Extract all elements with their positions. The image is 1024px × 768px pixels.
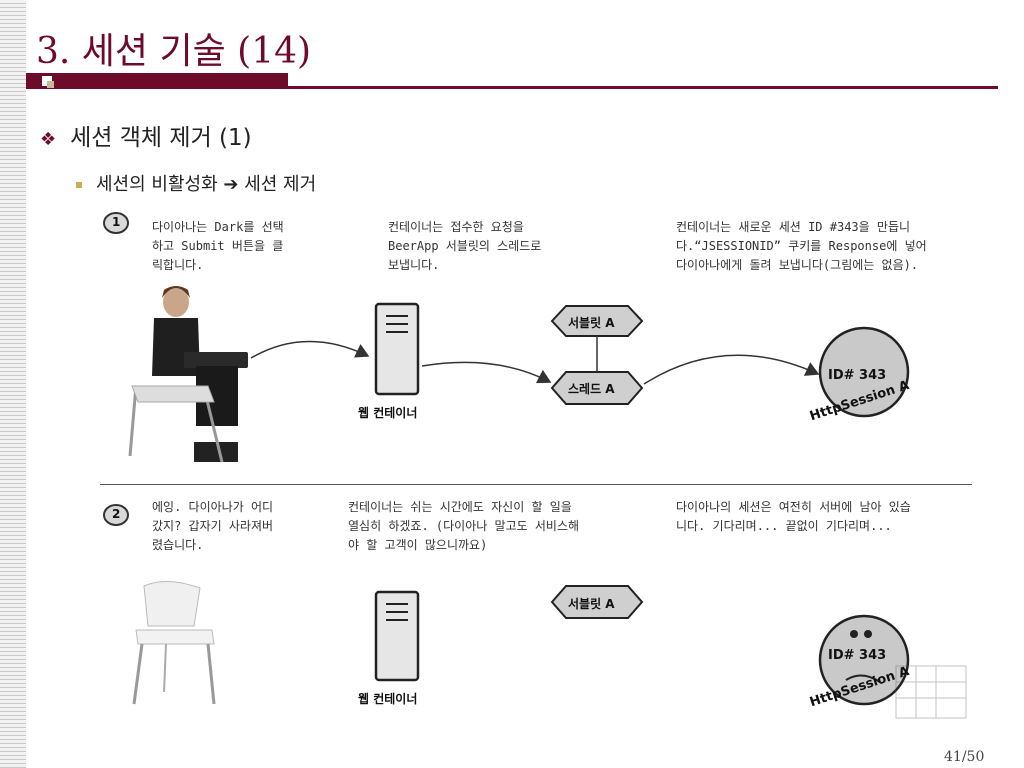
servlet-a-hexagon-2: [550, 585, 644, 619]
arrow-to-thread: [421, 361, 552, 384]
title-rule-accent: [26, 73, 288, 88]
title-rule: [26, 86, 998, 89]
square-bullet-icon: [76, 182, 82, 188]
bullet-level2-rest: 세션 제거: [238, 174, 317, 195]
web-container-1-illustration: [374, 302, 420, 396]
user-with-laptop-illustration: [128, 286, 248, 463]
diamond-bullet-icon: ❖: [40, 129, 57, 150]
web-container-2-label: 웹 컨테이너: [358, 692, 418, 706]
bullet-level2-text: 세션의 비활성화: [96, 174, 224, 195]
step1-caption-user: 다이아나는 Dark를 선택 하고 Submit 버튼을 클 릭합니다.: [152, 220, 284, 272]
left-stripe-decoration: [0, 0, 26, 768]
web-container-2-illustration: [374, 590, 420, 682]
step2-caption-container: 컨테이너는 쉬는 시간에도 자신이 할 일을 열심히 하겠죠. (다이아나 말고…: [348, 500, 580, 552]
session-diagram: 1 2 다이아나는 Dark를 선택 하고 Submit 버튼을 클 릭합니다.…: [96, 206, 976, 726]
servlet-a-hexagon: [550, 305, 644, 337]
step2-caption-user: 에잉. 다이아나가 어디 갔지? 갑자기 사라져버 렸습니다.: [152, 500, 274, 552]
httpsession-ball-2-sad: [818, 614, 910, 706]
slide-title: 3. 세션 기술 (14): [36, 31, 312, 72]
servlet-a-label: 서블릿 A: [568, 316, 615, 330]
step1-number-badge: [103, 212, 129, 234]
building-sketch-decoration: [895, 665, 967, 719]
title-rule-ornament-inner: [47, 81, 54, 88]
arrow-to-session: [643, 354, 820, 385]
step-separator: [100, 484, 972, 485]
servlet-a-label-2: 서블릿 A: [568, 597, 615, 611]
bullet-level1: ❖ 세션 객체 제거 (1): [40, 118, 252, 152]
step2-number-badge: [103, 504, 129, 526]
session-id-label: ID# 343: [828, 368, 887, 383]
step2-number: 2: [112, 507, 121, 521]
thread-a-label: 스레드 A: [568, 382, 615, 396]
step1-caption-session: 컨테이너는 새로운 세션 ID #343을 만듭니 다.“JSESSIONID”…: [676, 220, 927, 272]
session-id-label-2: ID# 343: [828, 648, 887, 663]
step1-number: 1: [112, 215, 121, 229]
httpsession-ball-1: [818, 326, 910, 418]
bullet-level1-text: 세션 객체 제거 (1): [70, 125, 252, 151]
bullet-level2: 세션의 비활성화 ➔ 세션 제거: [76, 170, 316, 196]
empty-chair-illustration: [132, 581, 216, 705]
step2-caption-session: 다이아나의 세션은 여전히 서버에 남아 있습 니다. 기다리며... 끝없이 …: [676, 500, 911, 533]
web-container-1-label: 웹 컨테이너: [358, 406, 418, 420]
diagram-drawing: [103, 212, 967, 719]
step1-caption-container: 컨테이너는 접수한 요청을 BeerApp 서블릿의 스레드로 보냅니다.: [388, 220, 542, 272]
page-number: 41/50: [944, 749, 985, 765]
right-arrow-icon: ➔: [223, 174, 239, 195]
arrow-request: [250, 340, 370, 359]
thread-a-hexagon: [550, 371, 644, 405]
